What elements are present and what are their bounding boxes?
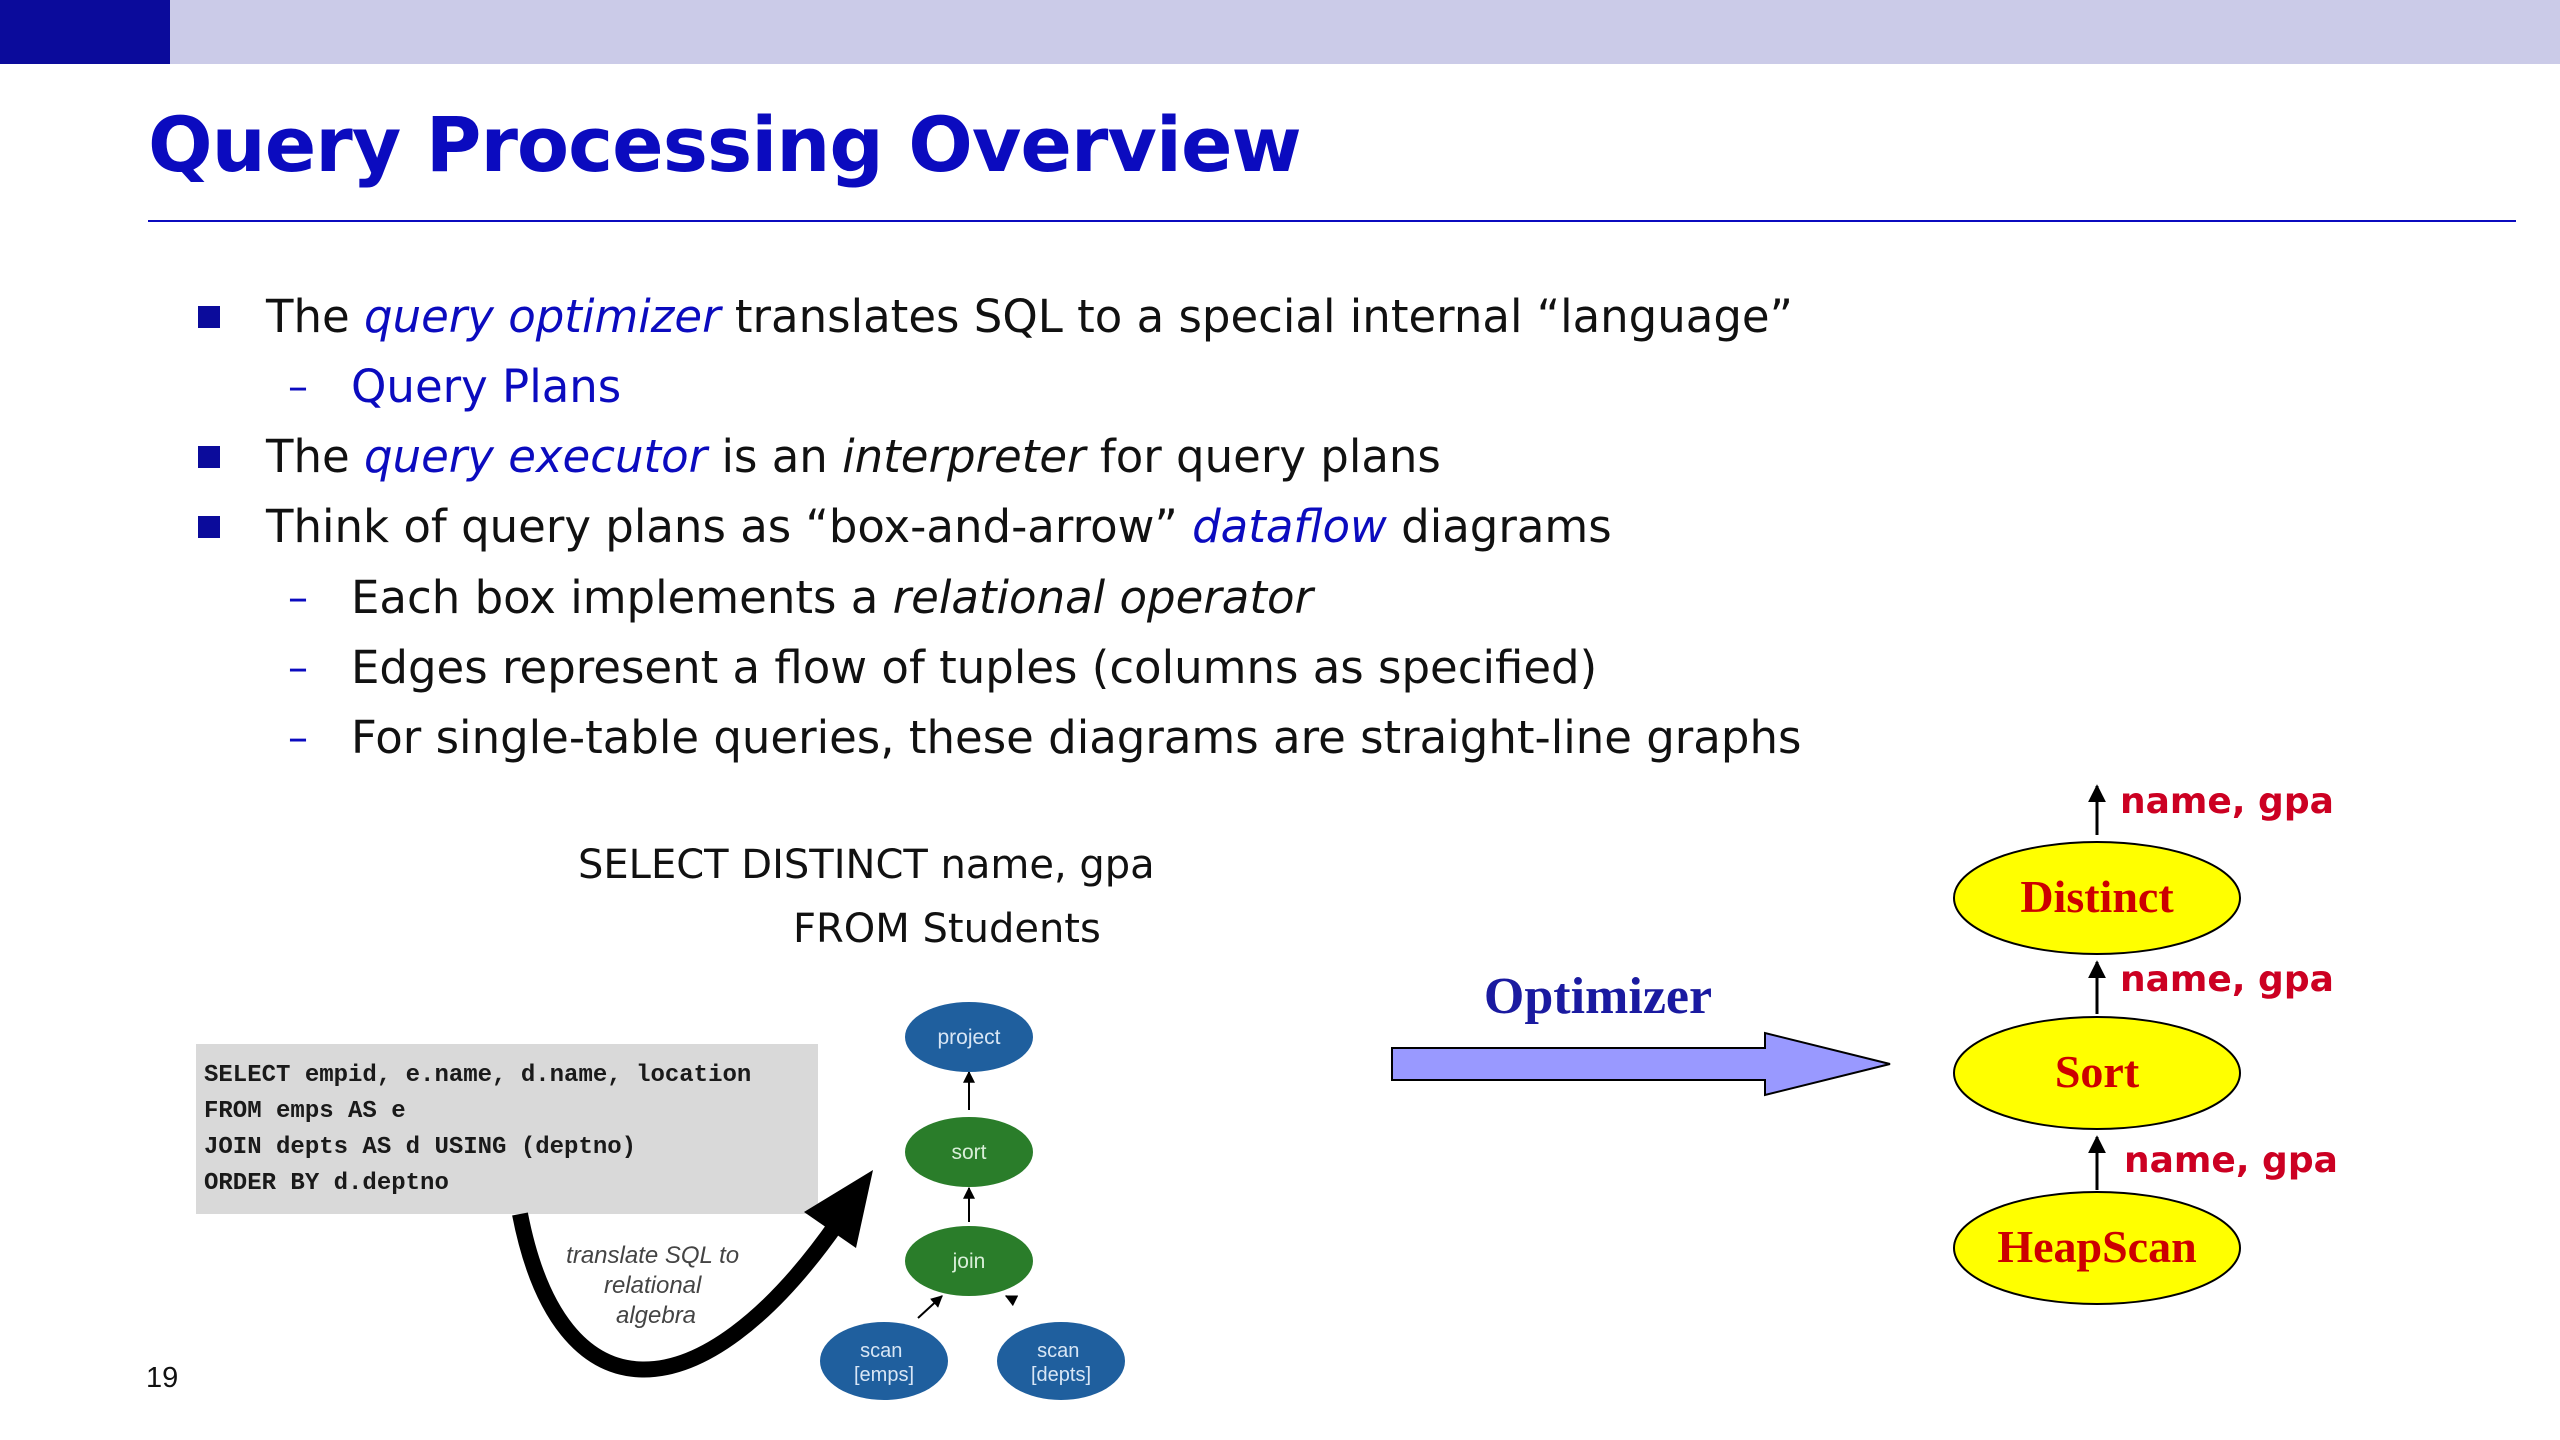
translate-caption: translate SQL to relational algebra [566,1242,746,1329]
bullet-dataflow: Think of query plans as “box-and-arrow” … [266,492,1612,562]
code-line: ORDER BY d.deptno [204,1170,449,1197]
node-sort-label: sort [951,1141,986,1164]
bullet-text: for query plans [1085,430,1441,483]
node-scan-emps-label: scan [emps] [854,1340,914,1386]
node-scan-depts [997,1322,1125,1400]
bullet-text: translates SQL to a special internal “la… [720,290,1793,343]
slide-title: Query Processing Overview [148,100,1302,189]
sql-code-box: SELECT empid, e.name, d.name, location F… [196,1044,818,1214]
term-query-executor: query executor [364,430,708,483]
node-distinct-label: Distinct [2020,871,2174,922]
optimizer-arrow [1391,1031,1891,1097]
bullet-text: The [266,430,364,483]
term-query-optimizer: query optimizer [364,290,721,343]
sub-bullet-dash: – [288,645,308,691]
query-plan: name, gpa name, gpa name, gpa Distinct S… [1953,781,2338,1305]
sub-bullet-relational-operator: Each box implements a relational operato… [351,563,1313,633]
edge-scan-emps-join [917,1295,943,1319]
optimizer-label: Optimizer [1484,968,1712,1025]
edge-scan-depts-join [1004,1295,1019,1307]
top-bar [0,0,2560,64]
bullet-executor: The query executor is an interpreter for… [266,422,1441,492]
code-line: FROM emps AS e [204,1098,406,1125]
edge-label-middle: name, gpa [2120,959,2334,1000]
node-scan-depts-label: scan [depts] [1031,1340,1091,1386]
node-sort-label: Sort [2055,1046,2140,1097]
sub-bullet-straight-line: For single-table queries, these diagrams… [351,711,1802,764]
term-dataflow: dataflow [1192,500,1387,553]
bullet-marker [198,446,220,468]
node-join-label: join [952,1250,986,1273]
code-line: SELECT empid, e.name, d.name, location [204,1062,752,1089]
translate-arrowhead [804,1170,873,1248]
sub-bullet-dash: – [288,364,308,410]
small-plan: project sort join scan [emps] scan [dept… [820,1002,1125,1400]
node-heapscan [1953,1191,2241,1305]
code-line: JOIN depts AS d USING (deptno) [204,1134,637,1161]
node-sort [905,1117,1033,1187]
bullet-text: Each box implements a [351,571,893,624]
node-scan-emps [820,1322,948,1400]
title-rule [148,220,2516,222]
edge-label-bottom: name, gpa [2124,1140,2338,1181]
edge-label-top: name, gpa [2120,781,2334,822]
bullet-text: is an [707,430,843,483]
sub-bullet-query-plans: Query Plans [351,360,622,413]
bullet-text: diagrams [1386,500,1612,553]
node-heapscan-label: HeapScan [1997,1221,2196,1272]
sql-query-line-2: FROM Students [793,906,1101,952]
top-bar-accent [0,0,170,64]
node-join [905,1226,1033,1296]
page-number: 19 [146,1362,179,1394]
sub-bullet-dash: – [288,575,308,621]
sql-query-line-1: SELECT DISTINCT name, gpa [578,842,1155,888]
term-interpreter: interpreter [842,430,1086,483]
bullet-list: The query optimizer translates SQL to a … [198,282,1802,764]
bullet-marker [198,516,220,538]
term-relational-operator: relational operator [892,571,1314,624]
bullet-text: Think of query plans as “box-and-arrow” [266,500,1193,553]
sub-bullet-dash: – [288,715,308,761]
node-project-label: project [937,1026,1000,1049]
sub-bullet-edges: Edges represent a flow of tuples (column… [351,641,1598,694]
node-distinct [1953,841,2241,955]
bullet-marker [198,306,220,328]
bullet-optimizer: The query optimizer translates SQL to a … [266,282,1793,352]
translate-arrow [512,1212,845,1378]
node-sort [1953,1016,2241,1130]
node-project [905,1002,1033,1072]
bullet-text: The [266,290,364,343]
